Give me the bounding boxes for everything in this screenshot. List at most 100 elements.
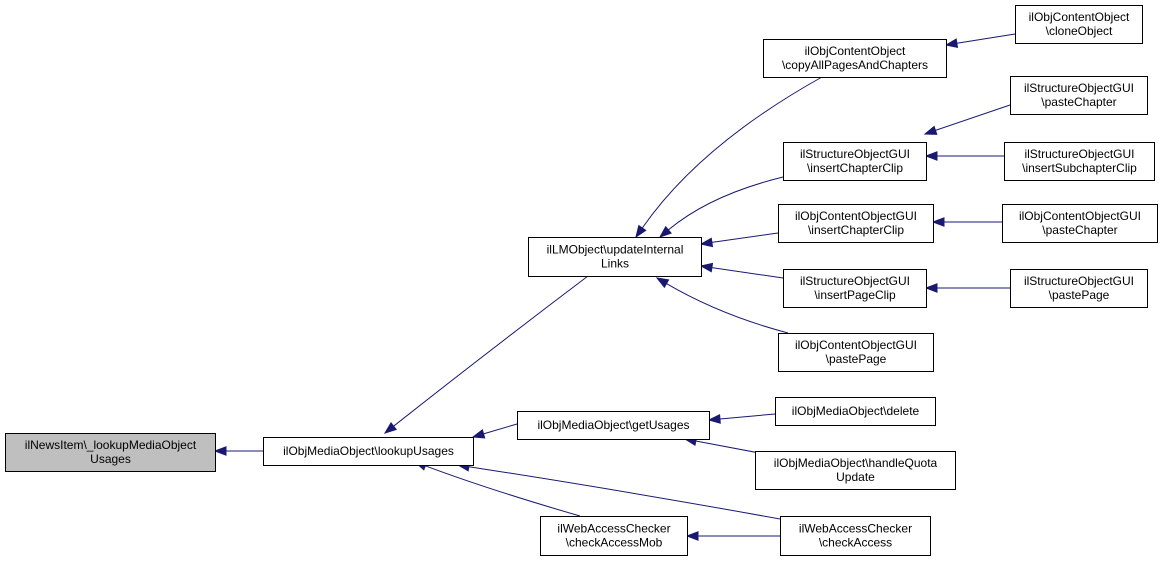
node-label-line: ilLMObject\updateInternal bbox=[547, 243, 684, 257]
edge-n1-to-n0 bbox=[213, 446, 263, 456]
node-box bbox=[263, 437, 474, 466]
edge-n12-to-n1 bbox=[456, 461, 781, 520]
node-n8[interactable]: ilStructureObjectGUI\insertPageClip bbox=[783, 269, 927, 308]
node-box bbox=[1010, 76, 1148, 115]
node-box bbox=[778, 333, 934, 372]
edge-arrowhead bbox=[655, 277, 670, 289]
node-label-line: \pastePage bbox=[826, 352, 887, 366]
edge-n17-to-n8 bbox=[924, 283, 1010, 293]
edge-arrowhead bbox=[924, 283, 938, 293]
edge-line bbox=[641, 76, 823, 229]
node-box bbox=[775, 397, 936, 426]
node-n16[interactable]: ilObjContentObjectGUI\pasteChapter bbox=[1002, 204, 1158, 243]
node-n9[interactable]: ilObjContentObjectGUI\pastePage bbox=[778, 333, 934, 372]
node-label-line: ilObjContentObject bbox=[805, 44, 906, 58]
edge-arrowhead bbox=[699, 237, 714, 248]
node-n1[interactable]: ilObjMediaObject\lookupUsages bbox=[263, 437, 474, 466]
node-label-line: Usages bbox=[90, 452, 131, 466]
node-label-line: ilWebAccessChecker bbox=[799, 522, 912, 536]
node-label-line: \insertPageClip bbox=[814, 288, 896, 302]
edge-n10-to-n3 bbox=[707, 413, 776, 424]
node-label-line: \cloneObject bbox=[1046, 24, 1113, 38]
node-box bbox=[1015, 5, 1143, 44]
node-label-line: ilObjMediaObject\delete bbox=[792, 404, 920, 418]
edge-arrowhead bbox=[931, 217, 945, 227]
node-box bbox=[1004, 142, 1155, 181]
node-box bbox=[783, 142, 927, 181]
node-label-line: ilObjContentObjectGUI bbox=[795, 209, 917, 223]
node-label-line: ilObjContentObject bbox=[1029, 10, 1130, 24]
node-label-line: \pasteChapter bbox=[1041, 95, 1116, 109]
edge-n6-to-n2 bbox=[658, 176, 784, 238]
node-label-line: ilNewsItem\_lookupMediaObject bbox=[25, 438, 197, 452]
node-n7[interactable]: ilObjContentObjectGUI\insertChapterClip bbox=[778, 204, 934, 243]
node-label-line: ilObjContentObjectGUI bbox=[795, 338, 917, 352]
node-n14[interactable]: ilStructureObjectGUI\pasteChapter bbox=[1010, 76, 1148, 115]
node-box bbox=[540, 516, 688, 556]
node-box bbox=[783, 269, 927, 308]
edge-arrowhead bbox=[944, 38, 959, 49]
edge-arrowhead bbox=[699, 262, 714, 273]
edge-n12-to-n4 bbox=[685, 531, 780, 541]
node-label-line: Links bbox=[601, 257, 629, 271]
edge-line bbox=[711, 232, 779, 243]
node-n12[interactable]: ilWebAccessChecker\checkAccess bbox=[780, 516, 931, 556]
edge-n2-to-n1 bbox=[383, 275, 589, 434]
edge-n9-to-n2 bbox=[655, 277, 789, 334]
node-n3[interactable]: ilObjMediaObject\getUsages bbox=[517, 411, 710, 440]
edge-n14-to-n6 bbox=[923, 104, 1011, 135]
node-box bbox=[763, 39, 947, 78]
edge-n7-to-n2 bbox=[699, 232, 779, 248]
node-label-line: \insertSubchapterClip bbox=[1022, 161, 1137, 175]
node-box bbox=[5, 433, 216, 472]
node-n6[interactable]: ilStructureObjectGUI\insertChapterClip bbox=[783, 142, 927, 181]
edge-arrowhead bbox=[924, 151, 938, 161]
node-n15[interactable]: ilStructureObjectGUI\insertSubchapterCli… bbox=[1004, 142, 1155, 181]
node-n17[interactable]: ilStructureObjectGUI\pastePage bbox=[1010, 269, 1148, 308]
node-label-line: ilStructureObjectGUI bbox=[800, 147, 910, 161]
edge-n3-to-n1 bbox=[471, 423, 518, 439]
node-label-line: \pastePage bbox=[1049, 288, 1110, 302]
edge-arrowhead bbox=[658, 225, 672, 238]
edge-arrowhead bbox=[635, 224, 647, 239]
node-label-line: ilObjMediaObject\lookupUsages bbox=[283, 444, 454, 458]
node-label-line: \checkAccess bbox=[819, 536, 892, 550]
edge-line bbox=[468, 466, 781, 520]
node-label-line: \checkAccessMob bbox=[566, 536, 663, 550]
edge-arrowhead bbox=[383, 422, 398, 434]
node-label-line: Update bbox=[836, 470, 875, 484]
edge-line bbox=[393, 275, 589, 427]
node-label-line: ilStructureObjectGUI bbox=[1024, 147, 1134, 161]
node-label-line: ilStructureObjectGUI bbox=[800, 274, 910, 288]
node-n5[interactable]: ilObjContentObject\copyAllPagesAndChapte… bbox=[763, 39, 947, 78]
edge-arrowhead bbox=[685, 531, 699, 541]
edge-n8-to-n2 bbox=[699, 262, 784, 279]
node-n4[interactable]: ilWebAccessChecker\checkAccessMob bbox=[540, 516, 688, 556]
node-label-line: ilWebAccessChecker bbox=[557, 522, 670, 536]
edge-line bbox=[483, 423, 518, 435]
edge-line bbox=[719, 413, 776, 420]
node-box bbox=[780, 516, 931, 556]
node-label-line: ilStructureObjectGUI bbox=[1024, 274, 1134, 288]
edge-line bbox=[711, 267, 784, 279]
node-n13[interactable]: ilObjContentObject\cloneObject bbox=[1015, 5, 1143, 44]
edge-arrowhead bbox=[707, 414, 721, 424]
edge-n4-to-n1 bbox=[413, 461, 581, 517]
edge-line bbox=[935, 104, 1011, 131]
edge-n16-to-n7 bbox=[931, 217, 1002, 227]
edge-n15-to-n6 bbox=[924, 151, 1004, 161]
node-box bbox=[755, 451, 956, 490]
node-box bbox=[528, 237, 702, 277]
node-box bbox=[778, 204, 934, 243]
node-n10[interactable]: ilObjMediaObject\delete bbox=[775, 397, 936, 426]
node-box bbox=[517, 411, 710, 440]
edge-arrowhead bbox=[213, 446, 227, 456]
node-label-line: ilStructureObjectGUI bbox=[1024, 81, 1134, 95]
edge-arrowhead bbox=[923, 125, 938, 135]
node-label-line: ilObjMediaObject\handleQuota bbox=[774, 456, 938, 470]
